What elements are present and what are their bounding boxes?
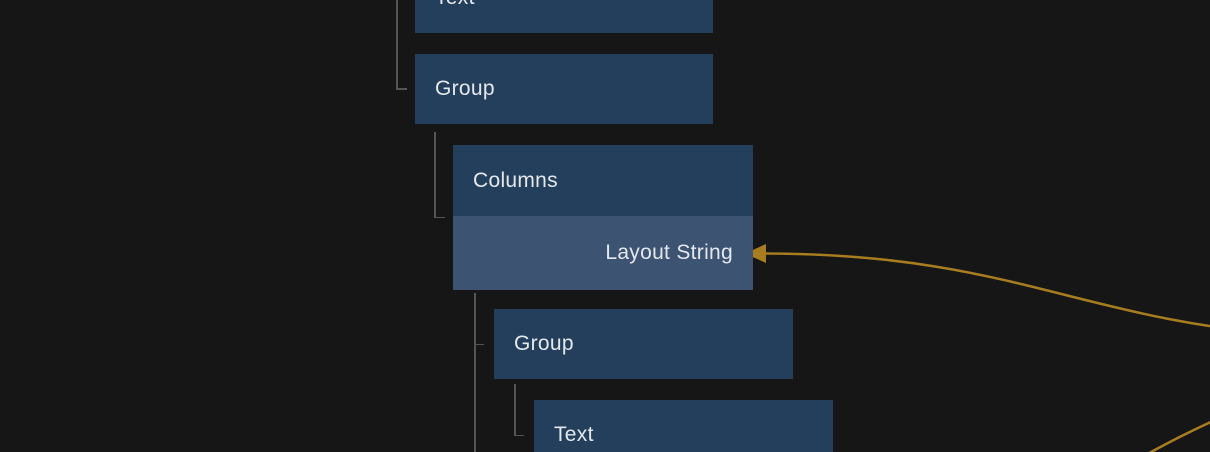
edge-arrowhead-icon: [745, 244, 766, 263]
tree-connector-line: [514, 384, 516, 436]
layout-string-input-port[interactable]: Layout String: [453, 216, 753, 290]
node-title-bar[interactable]: Group: [415, 54, 713, 124]
edge-curve-layout-string[interactable]: [765, 252, 1210, 336]
port-label: Layout String: [605, 241, 733, 264]
node-title-bar[interactable]: Group: [494, 309, 793, 379]
tree-connector-line: [474, 293, 476, 452]
node-text-top[interactable]: Text: [415, 0, 713, 33]
node-title-label: Columns: [473, 168, 558, 192]
tree-connector-elbow: [434, 216, 445, 218]
node-title-label: Text: [554, 423, 594, 446]
node-title-label: Text: [435, 0, 475, 10]
node-group-1[interactable]: Group: [415, 54, 713, 124]
tree-connector-elbow: [474, 343, 484, 345]
node-text-bottom[interactable]: Text: [534, 400, 833, 452]
node-title-label: Group: [514, 332, 574, 355]
tree-connector-elbow: [514, 434, 524, 436]
node-title-label: Group: [435, 77, 495, 100]
tree-connector-line: [434, 132, 436, 218]
edge-curve-bottom-right[interactable]: [1138, 417, 1210, 452]
node-group-2[interactable]: Group: [494, 309, 793, 379]
tree-connector-elbow: [396, 88, 407, 90]
node-title-bar[interactable]: Text: [415, 0, 713, 33]
node-title-bar[interactable]: Text: [534, 400, 833, 452]
node-title-bar[interactable]: Columns: [453, 145, 753, 216]
node-columns[interactable]: Columns Layout String: [453, 145, 753, 290]
tree-connector-line: [396, 0, 398, 89]
